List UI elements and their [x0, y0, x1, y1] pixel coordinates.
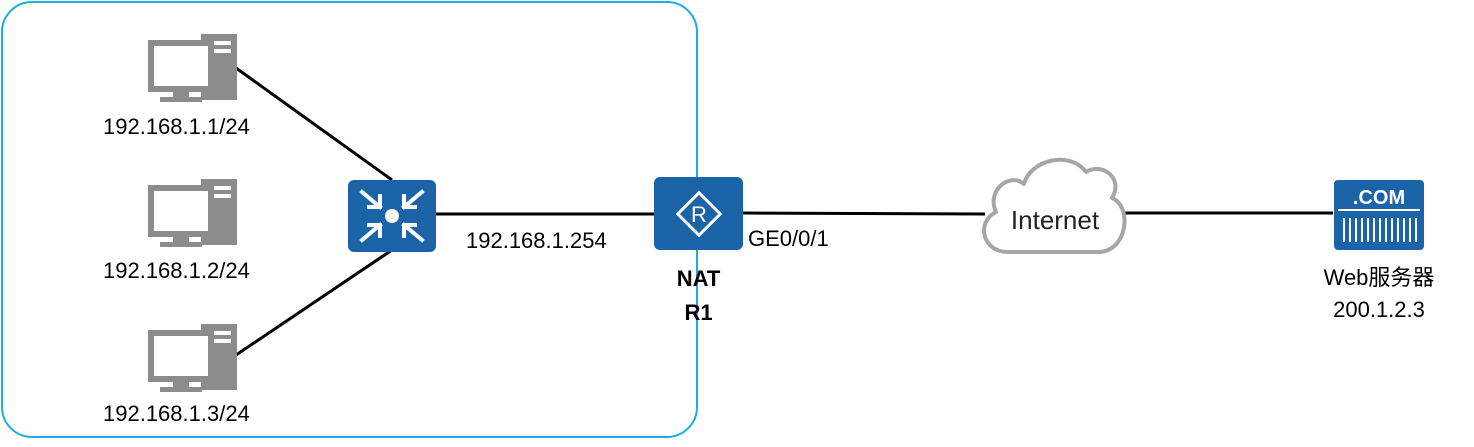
cloud-label: Internet — [1010, 205, 1100, 235]
svg-text:R: R — [691, 202, 707, 227]
host3-ip-label: 192.168.1.3/24 — [103, 401, 250, 426]
router-name-label: R1 — [684, 300, 713, 325]
link-router-cloud — [741, 211, 986, 216]
host1-ip-label: 192.168.1.1/24 — [103, 114, 250, 139]
pc-icon — [148, 179, 237, 247]
pc-icon — [148, 34, 237, 102]
router-icon: R — [654, 177, 743, 250]
link-pc3-switch — [235, 248, 393, 357]
web-server-icon: .COM — [1334, 180, 1424, 250]
link-pc1-switch — [235, 66, 393, 182]
router-wan-interface-label: GE0/0/1 — [748, 226, 829, 251]
switch-icon — [348, 180, 436, 252]
router-lan-ip-label: 192.168.1.254 — [466, 228, 607, 253]
svg-text:.COM: .COM — [1353, 187, 1405, 209]
server-name-label: Web服务器 — [1323, 265, 1435, 290]
router-role-label: NAT — [676, 266, 721, 291]
cloud-icon — [982, 157, 1127, 254]
server-ip-label: 200.1.2.3 — [1333, 297, 1425, 322]
links — [235, 66, 1333, 357]
host2-ip-label: 192.168.1.2/24 — [103, 258, 250, 283]
pc-icon — [148, 324, 237, 392]
